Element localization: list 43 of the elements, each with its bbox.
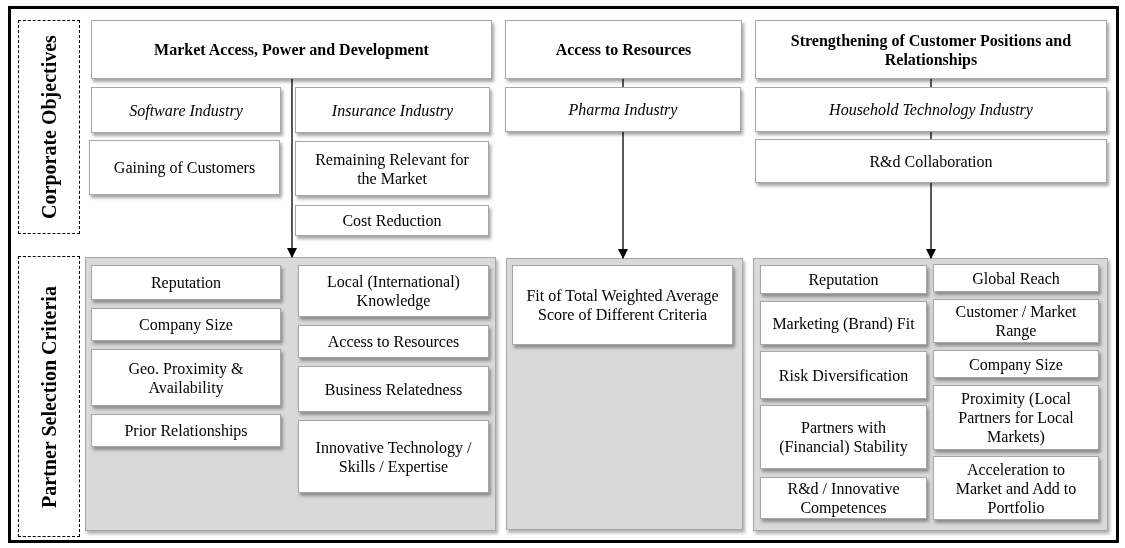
objective-box: Access to Resources [505,20,742,79]
objective-box: Strengthening of Customer Positions and Relationships [755,20,1107,79]
criteria-box: Access to Resources [298,325,489,358]
industry-box: Household Technology Industry [755,87,1107,132]
connector-line [930,131,932,140]
criteria-box: Proximity (Local Partners for Local Markets) [933,385,1099,450]
criteria-box: Geo. Proximity & Availability [91,349,281,406]
criteria-box: Global Reach [933,264,1099,292]
criteria-box: Customer / Market Range [933,299,1099,343]
arrow [618,131,628,259]
criteria-box: Company Size [91,308,281,341]
objective-box: Cost Reduction [295,205,489,236]
industry-box: Pharma Industry [505,87,741,132]
criteria-panel [506,258,743,530]
criteria-box: Company Size [933,350,1099,378]
criteria-box: Reputation [91,265,281,300]
criteria-box: Fit of Total Weighted Average Score of Different Criteria [512,265,733,345]
connector-line [930,78,932,88]
industry-box: Insurance Industry [295,87,490,133]
dashed-frame [18,20,80,234]
connector-line [622,78,624,88]
criteria-box: Prior Relationships [91,414,281,447]
objective-box: Remaining Relevant for the Market [295,141,489,196]
objective-box: Market Access, Power and Development [91,20,492,79]
criteria-box: Business Relatedness [298,366,489,412]
criteria-box: Innovative Technology / Skills / Expertise [298,420,489,493]
criteria-box: Marketing (Brand) Fit [760,301,927,345]
criteria-box: R&d / Innovative Competences [760,477,927,519]
criteria-box: Acceleration to Market and Add to Portfolio [933,456,1099,520]
row-heading: Corporate Objectives [37,35,61,219]
criteria-box: Risk Diversification [760,351,927,399]
objective-box: Gaining of Customers [89,140,280,195]
dashed-frame [18,256,80,537]
criteria-panel [85,257,496,531]
criteria-box: Reputation [760,265,927,294]
industry-box: Software Industry [91,87,281,133]
row-heading: Partner Selection Criteria [37,285,61,508]
objective-box: R&d Collaboration [755,139,1107,183]
arrow [926,182,936,259]
arrow [287,78,297,258]
criteria-box: Local (International) Knowledge [298,265,489,317]
criteria-panel [753,258,1108,531]
criteria-box: Partners with (Financial) Stability [760,405,927,469]
